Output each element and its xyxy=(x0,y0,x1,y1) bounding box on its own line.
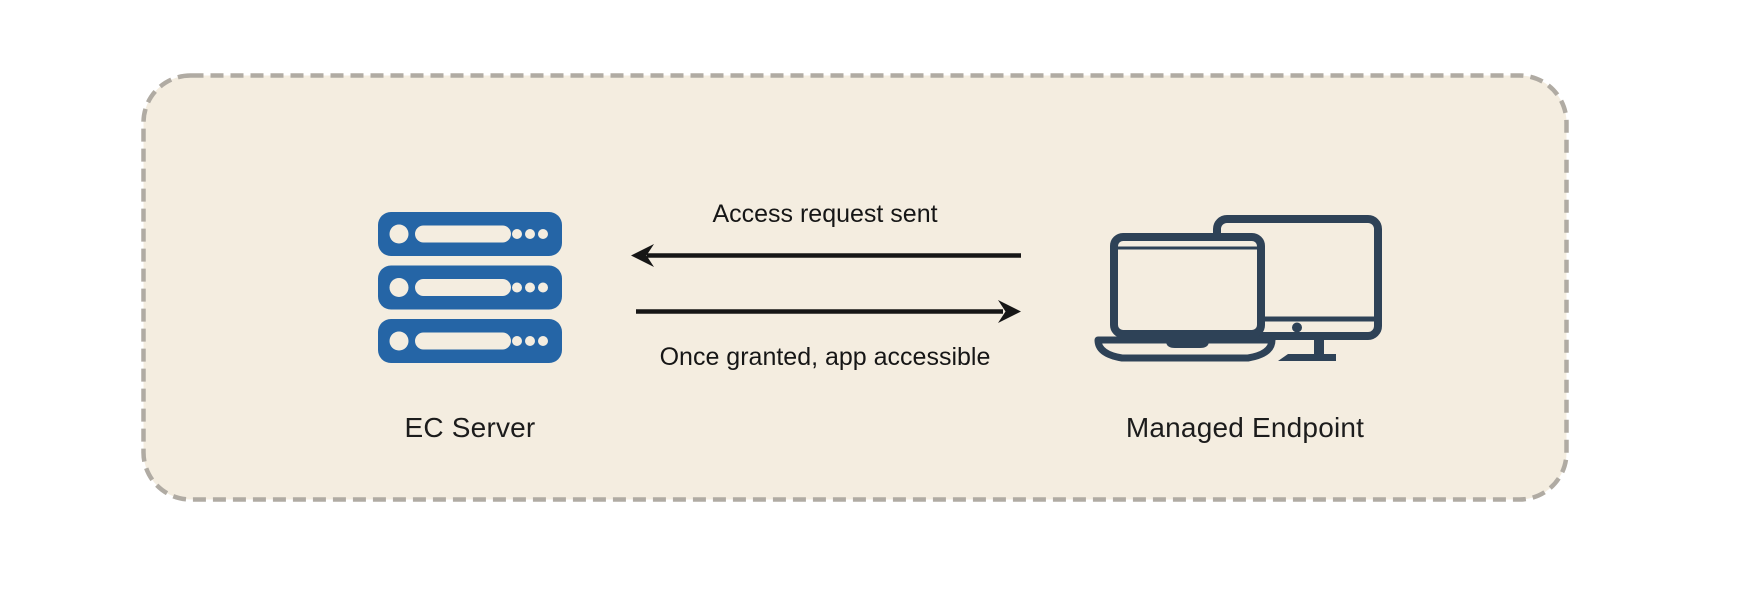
laptop-and-monitor-icon xyxy=(1094,215,1382,362)
server-stack-icon xyxy=(378,212,562,363)
access-request-arrow xyxy=(631,244,1021,267)
access-request-label: Access request sent xyxy=(712,200,938,228)
dashed-panel xyxy=(141,73,1569,502)
grant-access-arrow xyxy=(636,300,1021,323)
managed-endpoint-label: Managed Endpoint xyxy=(1125,412,1365,443)
ec-server-label: EC Server xyxy=(404,412,536,443)
grant-access-label: Once granted, app accessible xyxy=(659,343,991,371)
